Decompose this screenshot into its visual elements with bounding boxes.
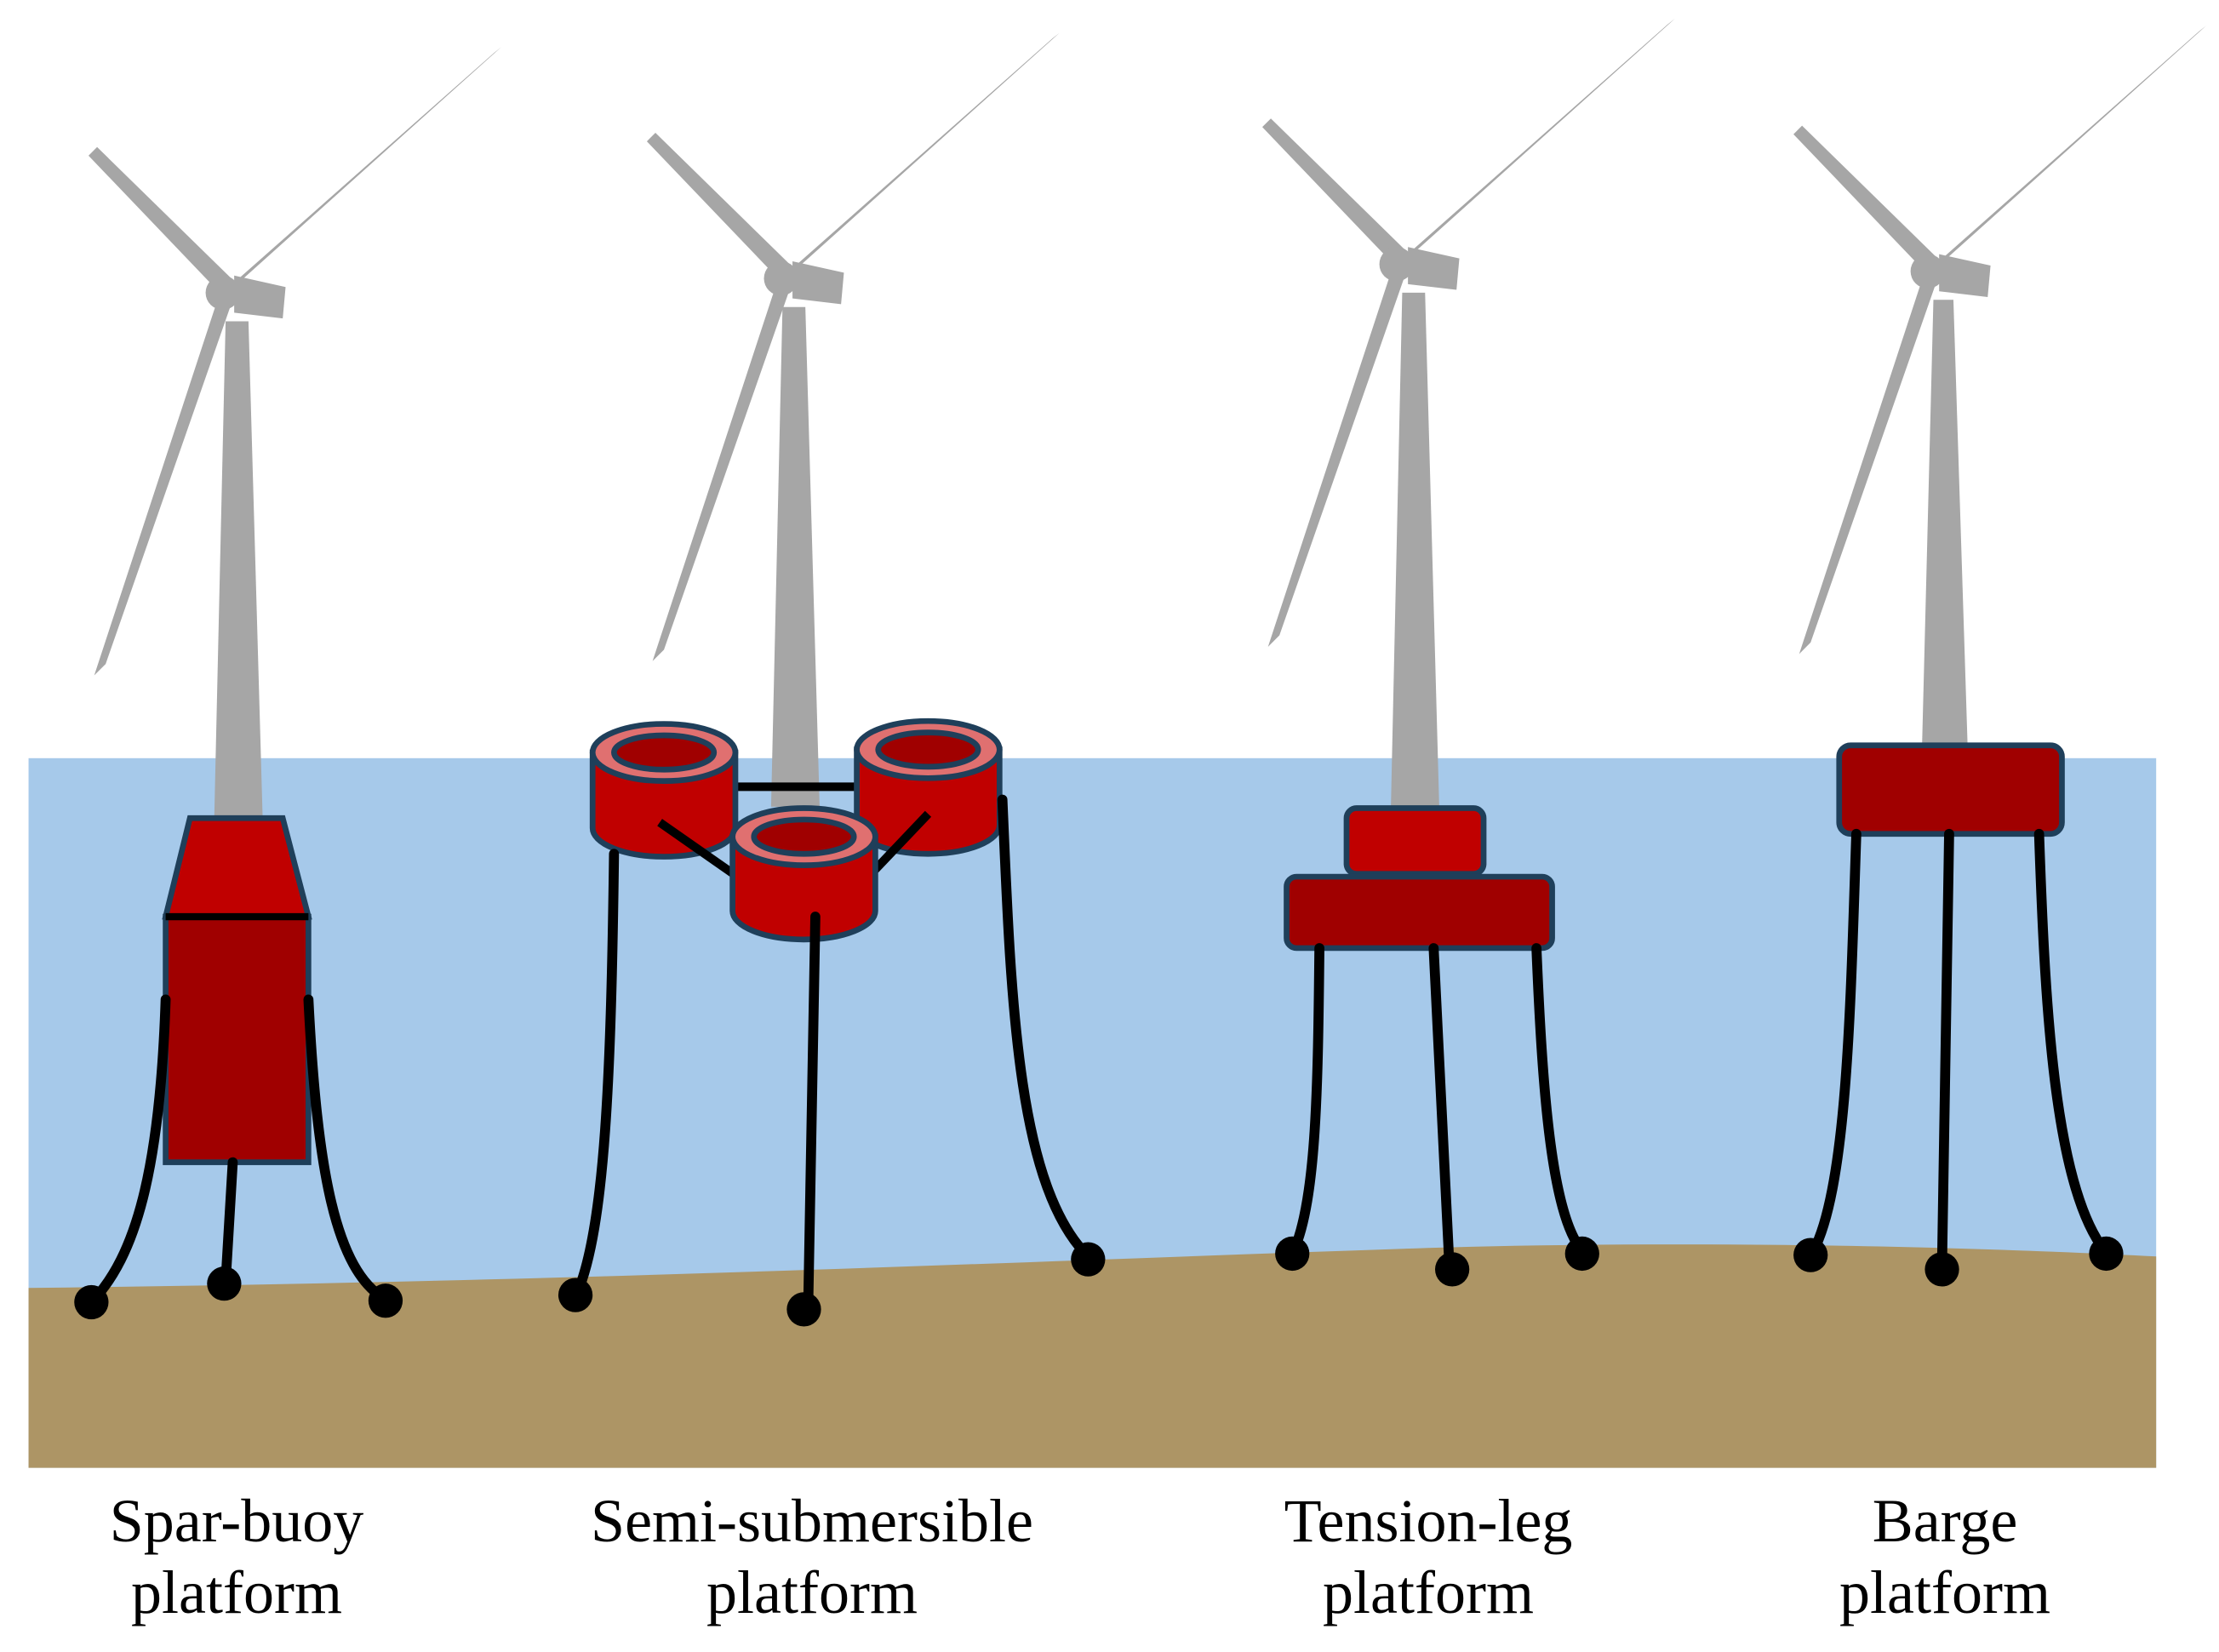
caption-line-2: platform	[131, 1558, 342, 1626]
spar-buoy-hull	[162, 815, 312, 1165]
tension-leg-turbine	[1262, 18, 1675, 811]
rotor	[89, 47, 501, 676]
caption-line-1: Spar-buoy	[109, 1487, 364, 1555]
barge-hull	[1836, 742, 2065, 837]
spar-buoy-moorings	[74, 994, 403, 1320]
spar-buoy-turbine	[89, 47, 501, 821]
caption-tension-leg: Tension-leg platform	[1173, 1485, 1684, 1628]
semi-submersible-moorings	[558, 794, 1106, 1327]
semi-submersible-turbine	[646, 32, 1060, 807]
caption-barge: Barge platform	[1690, 1485, 2200, 1628]
caption-spar-buoy: Spar-buoy platform	[0, 1485, 492, 1628]
caption-line-2: platform	[1323, 1558, 1534, 1626]
tension-leg-hull	[1284, 805, 1555, 952]
semi-submersible-hull	[589, 717, 1003, 943]
barge-turbine	[1793, 26, 2206, 749]
caption-line-1: Tension-leg	[1284, 1487, 1573, 1555]
tension-leg-moorings	[1275, 943, 1599, 1287]
caption-line-1: Barge	[1872, 1487, 2018, 1555]
caption-semi-submersible: Semi-submersible platform	[557, 1485, 1067, 1628]
caption-line-1: Semi-submersible	[591, 1487, 1033, 1555]
caption-line-2: platform	[706, 1558, 918, 1626]
barge-moorings	[1793, 828, 2124, 1287]
caption-line-2: platform	[1839, 1558, 2050, 1626]
tower	[214, 321, 263, 821]
